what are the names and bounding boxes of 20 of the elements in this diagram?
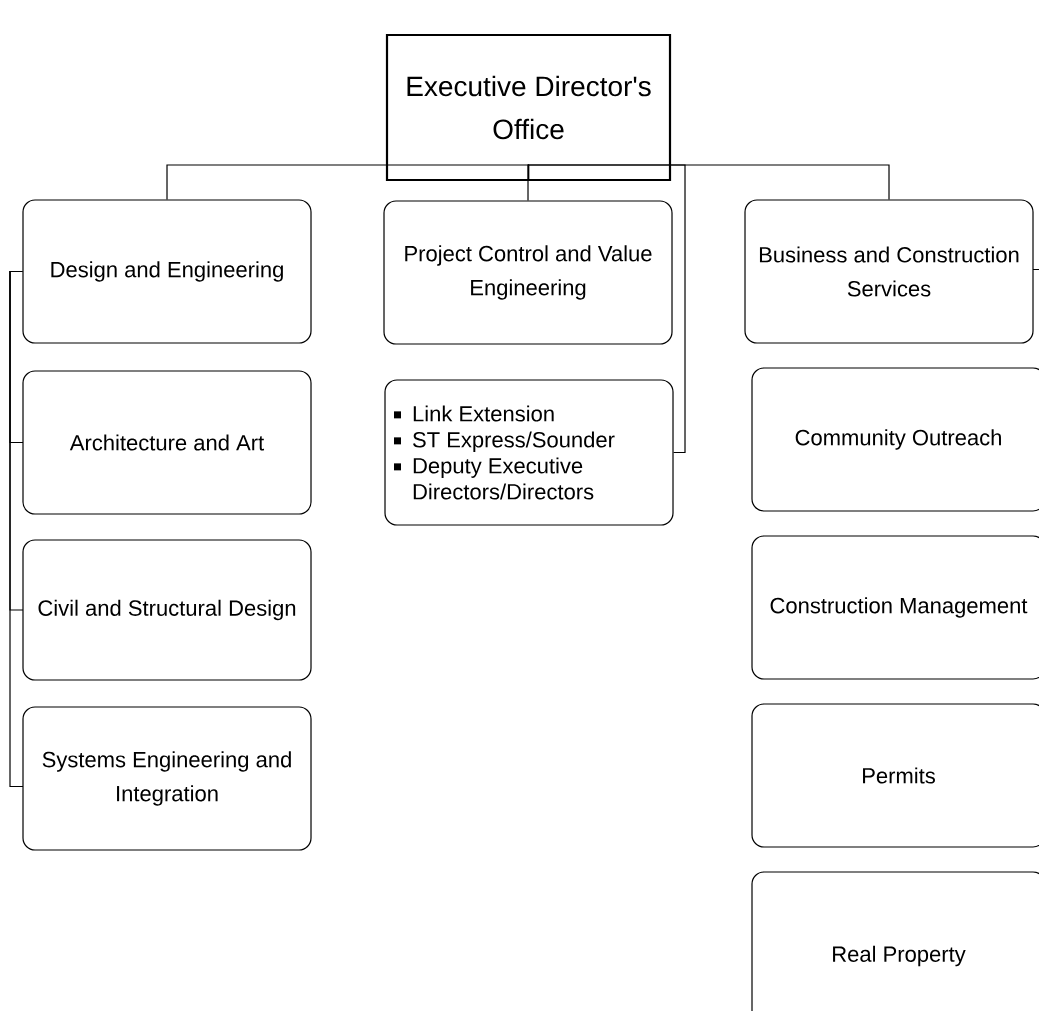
org-box: Project Control and Value Engineering: [383, 200, 673, 345]
org-box: Construction Management: [751, 535, 1039, 680]
org-box: Architecture and Art: [22, 370, 312, 515]
org-box: Civil and Structural Design: [22, 539, 312, 681]
org-box: Real Property: [751, 871, 1039, 1011]
bullet-item: ST Express/Sounder: [394, 431, 615, 452]
bullet-item: Deputy Executive Directors/Directors: [394, 457, 594, 500]
org-box: Design and Engineering: [22, 199, 312, 344]
connector-line: [527, 164, 686, 454]
bullet-item: Link Extension: [394, 405, 554, 422]
connector-line: [1032, 268, 1039, 271]
connector-line: [166, 164, 530, 200]
org-box: Executive Director's Office: [385, 33, 672, 182]
org-box: Systems Engineering and Integration: [22, 706, 312, 851]
org-box: Permits: [751, 703, 1039, 848]
connector-line: [9, 270, 24, 788]
org-box: Community Outreach: [751, 367, 1039, 512]
org-box: [384, 379, 674, 526]
connector-line: [527, 164, 530, 201]
org-box: Business and Construction Services: [744, 199, 1034, 344]
